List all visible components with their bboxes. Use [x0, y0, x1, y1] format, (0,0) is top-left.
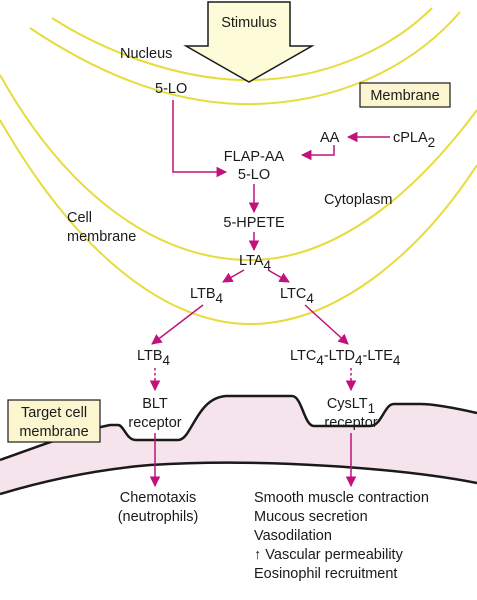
- membrane-curves: [0, 7, 477, 326]
- ltb4-outer-main: LTB: [137, 348, 163, 364]
- five-hpete-label: 5-HPETE: [223, 215, 285, 231]
- lta4-main: LTA: [239, 253, 264, 269]
- membrane-label: Membrane: [370, 88, 439, 104]
- target-cell-membrane-label-line2: membrane: [19, 424, 88, 440]
- blt-effect-item: (neutrophils): [118, 509, 199, 525]
- stimulus-arrow-shape: [183, 1, 315, 83]
- blt-effect-item: Chemotaxis: [120, 490, 197, 506]
- ltb4-inner-main: LTB: [190, 286, 216, 302]
- pathway-arrows: [149, 100, 390, 488]
- lte4-part: -LTE: [363, 348, 394, 364]
- cyslt1-main: CysLT: [327, 396, 368, 412]
- cell-membrane-outer-curve: [0, 74, 477, 262]
- cyslt1-receptor-line1: CysLT1: [327, 396, 375, 416]
- target-cell-body: [0, 396, 477, 494]
- cell-membrane-inner-curve: [0, 119, 477, 326]
- ltc4-inner-subscript: 4: [306, 291, 314, 306]
- ltd4-part-subscript: 4: [355, 353, 363, 368]
- ltb4-inner-label: LTB4: [190, 286, 224, 306]
- arrow-ltc4-to-cysteinyl: [304, 304, 349, 345]
- arrow-lta4-to-ltb4: [222, 269, 245, 283]
- blt-effects-list: Chemotaxis (neutrophils): [118, 490, 199, 525]
- cyslt1-subscript: 1: [368, 401, 376, 416]
- blt-receptor-line1: BLT: [142, 396, 168, 412]
- target-cell-lower-membrane: [0, 461, 477, 496]
- target-cell-membrane-label-line1: Target cell: [21, 405, 87, 421]
- cpla2-label: cPLA2: [393, 130, 435, 150]
- ltd4-part: -LTD: [324, 348, 355, 364]
- cysteinyl-leukotrienes-label: LTC4-LTD4-LTE4: [290, 348, 401, 368]
- lta4-subscript: 4: [263, 258, 271, 273]
- ltc4-inner-label: LTC4: [280, 286, 314, 306]
- nucleus-outer-curve: [51, 7, 433, 82]
- cyslt-effect-item: Smooth muscle contraction: [254, 490, 429, 506]
- cyslt-effect-item: Vasodilation: [254, 528, 332, 544]
- target-cell-membrane-label-box: [7, 399, 101, 443]
- aa-label: AA: [320, 130, 340, 146]
- membrane-label-box: [359, 82, 451, 108]
- cell-membrane-label-line2: membrane: [67, 229, 136, 245]
- ltb4-outer-label: LTB4: [137, 348, 171, 368]
- target-cell-upper-membrane: [0, 394, 477, 462]
- ltc4-part: LTC: [290, 348, 316, 364]
- cytoplasm-label: Cytoplasm: [324, 192, 393, 208]
- cyslt-effect-item: ↑ Vascular permeability: [254, 547, 404, 563]
- ltc4-part-subscript: 4: [316, 353, 324, 368]
- ltb4-inner-subscript: 4: [216, 291, 224, 306]
- arrow-ltb4-to-outer: [151, 304, 204, 345]
- lta4-label: LTA4: [239, 253, 271, 273]
- cyslt1-receptor-line2: receptor: [324, 415, 377, 431]
- lte4-part-subscript: 4: [393, 353, 401, 368]
- nucleus-inner-curve: [29, 11, 461, 106]
- nucleus-label: Nucleus: [120, 46, 172, 62]
- ltc4-inner-main: LTC: [280, 286, 306, 302]
- cell-membrane-label-line1: Cell: [67, 210, 92, 226]
- ltb4-outer-subscript: 4: [163, 353, 171, 368]
- arrow-5lo-to-complex: [172, 100, 228, 178]
- cpla2-subscript: 2: [428, 135, 436, 150]
- cyslt-effects-list: Smooth muscle contraction Mucous secreti…: [254, 490, 429, 582]
- cpla2-main: cPLA: [393, 130, 428, 146]
- stimulus-label: Stimulus: [221, 15, 277, 31]
- blt-receptor-line2: receptor: [128, 415, 181, 431]
- flap-aa-label: FLAP-AA: [224, 149, 285, 165]
- five-lo-complex-label: 5-LO: [238, 167, 270, 183]
- cyslt-effect-item: Mucous secretion: [254, 509, 368, 525]
- arrow-lta4-to-ltc4: [267, 269, 290, 283]
- cyslt-effect-item: Eosinophil recruitment: [254, 566, 397, 582]
- arrow-aa-to-flap: [300, 145, 335, 161]
- five-lo-nucleus-label: 5-LO: [155, 81, 187, 97]
